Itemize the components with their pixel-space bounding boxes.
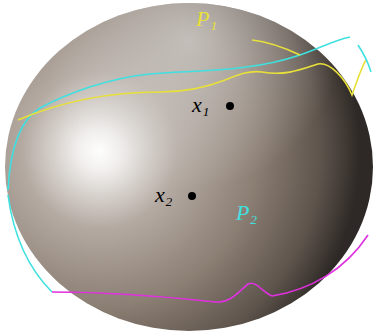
ellipsoid-surface [5,3,373,331]
point-label: x₂ [155,184,172,206]
region-label: P₁ [196,8,217,30]
cyan-boundary [358,45,371,72]
ellipsoid-sheen [5,3,373,331]
magenta-boundary [52,235,368,302]
yellow-boundary [252,40,300,55]
region-label: P₂ [236,202,257,224]
cyan-boundary [8,195,52,292]
point-dot [188,192,196,200]
point-dot [226,102,234,110]
point-label: x₁ [192,94,209,116]
yellow-boundary [18,60,366,120]
cyan-boundary [8,37,350,190]
